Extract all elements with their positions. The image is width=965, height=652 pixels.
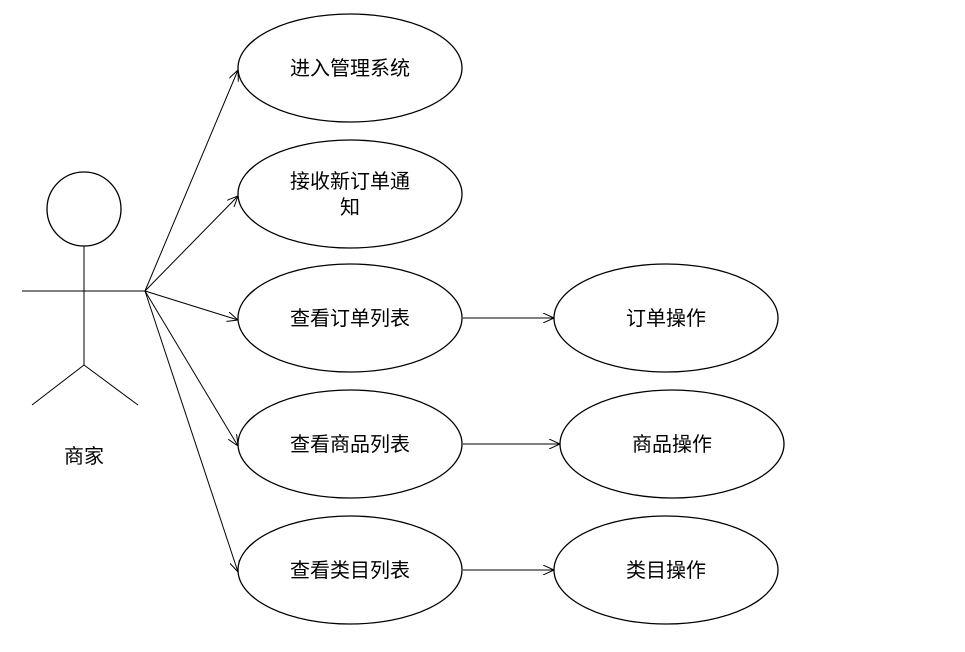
association-arrow-actor-uc3 <box>144 290 238 320</box>
use-case-label: 查看类目列表 <box>290 558 410 582</box>
actor-left-leg <box>31 364 85 406</box>
use-case-label: 查看订单列表 <box>290 306 410 330</box>
use-case-label: 查看商品列表 <box>290 432 410 456</box>
use-case-label: 接收新订单通 <box>290 169 410 193</box>
use-case-uc6: 订单操作 <box>553 263 779 373</box>
use-case-label: 知 <box>340 195 360 219</box>
use-case-ellipse <box>553 515 779 625</box>
use-case-ellipse <box>553 263 779 373</box>
use-case-label: 商品操作 <box>632 432 712 456</box>
actor-right-leg <box>83 364 139 406</box>
actor-merchant: 商家 <box>22 171 145 468</box>
use-case-uc1: 进入管理系统 <box>237 13 463 123</box>
use-case-ellipse <box>237 13 463 123</box>
use-case-label: 类目操作 <box>626 558 706 582</box>
use-case-uc7: 商品操作 <box>559 389 785 499</box>
association-arrow-actor-uc4 <box>144 290 238 446</box>
association-arrow-actor-uc5 <box>144 290 238 572</box>
use-case-uc5: 查看类目列表 <box>237 515 463 625</box>
use-case-label: 进入管理系统 <box>290 56 410 80</box>
use-case-ellipse <box>237 389 463 499</box>
association-arrow-actor-uc2 <box>144 196 238 292</box>
use-case-ellipse <box>559 389 785 499</box>
use-case-label: 订单操作 <box>626 306 706 330</box>
use-case-ellipse <box>237 515 463 625</box>
use-case-uc4: 查看商品列表 <box>237 389 463 499</box>
use-case-uc3: 查看订单列表 <box>237 263 463 373</box>
use-case-uc8: 类目操作 <box>553 515 779 625</box>
actor-head <box>46 171 122 247</box>
actor-label: 商家 <box>64 444 104 468</box>
use-case-ellipse <box>237 139 463 249</box>
association-arrow-actor-uc1 <box>144 70 238 292</box>
use-case-ellipse <box>237 263 463 373</box>
